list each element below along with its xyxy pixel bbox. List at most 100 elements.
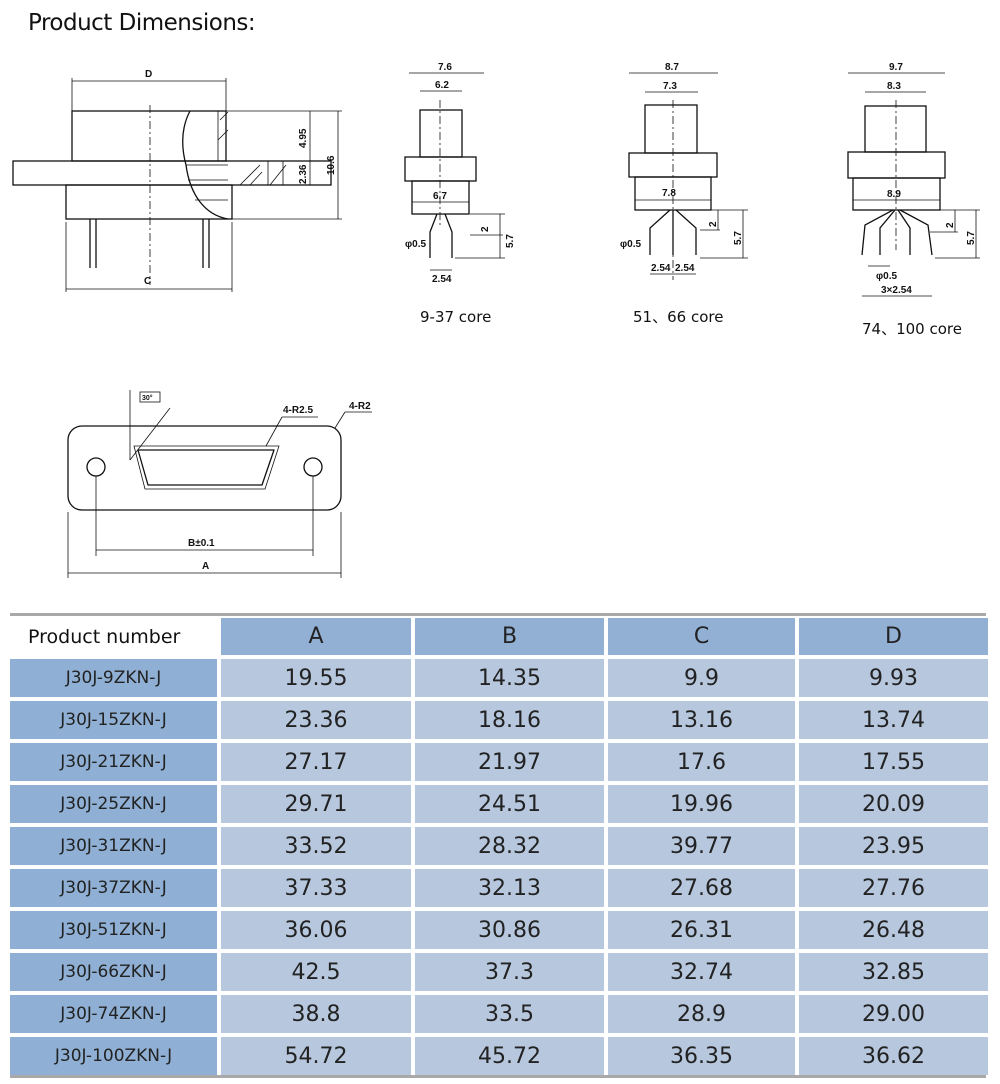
dimension-cell-d: 17.55 xyxy=(799,743,988,781)
dim-w-bottom: 7.8 xyxy=(662,188,676,199)
dim-pitch: 2.54 xyxy=(432,274,452,285)
dimension-cell-d: 26.48 xyxy=(799,911,988,949)
dim-w-top: 7.6 xyxy=(438,62,452,73)
dim-pin-dia: φ0.5 xyxy=(620,239,641,250)
dimension-cell-b: 33.5 xyxy=(415,995,604,1033)
product-number-cell: J30J-15ZKN-J xyxy=(10,701,217,739)
dimension-cell-a: 19.55 xyxy=(221,659,411,697)
header-c: C xyxy=(608,618,795,655)
dimension-cell-d: 13.74 xyxy=(799,701,988,739)
dimension-cell-a: 33.52 xyxy=(221,827,411,865)
product-number-cell: J30J-51ZKN-J xyxy=(10,911,217,949)
pin-drawing-74-100: 9.7 8.3 8.9 2 5.7 φ0.5 3×2.54 74、100 cor… xyxy=(847,62,980,338)
pin-drawing-51-66: 8.7 7.3 7.8 2 5.7 φ0.5 2.54 2.54 51、66 c… xyxy=(620,62,748,326)
dim-w-top: 8.7 xyxy=(665,62,679,73)
dimension-cell-b: 30.86 xyxy=(415,911,604,949)
dimension-cell-d: 20.09 xyxy=(799,785,988,823)
product-number-cell: J30J-31ZKN-J xyxy=(10,827,217,865)
dimension-cell-b: 21.97 xyxy=(415,743,604,781)
product-number-cell: J30J-66ZKN-J xyxy=(10,953,217,991)
dim-b: B±0.1 xyxy=(188,538,215,549)
table-header: Product number A B C D xyxy=(10,618,988,655)
dimension-cell-c: 27.68 xyxy=(608,869,795,907)
header-a: A xyxy=(221,618,411,655)
product-number-cell: J30J-9ZKN-J xyxy=(10,659,217,697)
dimension-cell-d: 9.93 xyxy=(799,659,988,697)
dimension-cell-c: 9.9 xyxy=(608,659,795,697)
dim-w-bottom: 8.9 xyxy=(887,189,901,200)
dimension-cell-b: 28.32 xyxy=(415,827,604,865)
product-number-cell: J30J-74ZKN-J xyxy=(10,995,217,1033)
dim-h-long: 5.7 xyxy=(733,231,744,245)
dimension-cell-b: 45.72 xyxy=(415,1037,604,1075)
dimension-cell-b: 32.13 xyxy=(415,869,604,907)
caption-9-37: 9-37 core xyxy=(420,308,491,326)
dimension-drawings: D C 4.95 2.36 10.6 7.6 6.2 6.7 2 5.7 φ0.… xyxy=(12,62,980,578)
dimension-cell-d: 27.76 xyxy=(799,869,988,907)
dimension-cell-a: 23.36 xyxy=(221,701,411,739)
dim-r-inner: 4-R2.5 xyxy=(283,405,313,416)
dimension-cell-c: 17.6 xyxy=(608,743,795,781)
dim-d: D xyxy=(145,69,152,80)
dimension-cell-c: 36.35 xyxy=(608,1037,795,1075)
dimension-cell-a: 29.71 xyxy=(221,785,411,823)
dimension-cell-c: 32.74 xyxy=(608,953,795,991)
header-d: D xyxy=(799,618,988,655)
caption-51-66: 51、66 core xyxy=(633,308,723,326)
header-b: B xyxy=(415,618,604,655)
dimension-cell-d: 36.62 xyxy=(799,1037,988,1075)
dim-pitch-2: 2.54 xyxy=(675,263,695,274)
dimension-cell-b: 14.35 xyxy=(415,659,604,697)
product-number-cell: J30J-37ZKN-J xyxy=(10,869,217,907)
dim-r-outer: 4-R2 xyxy=(349,401,371,412)
dim-w-top: 9.7 xyxy=(889,62,903,73)
side-view-drawing: D C 4.95 2.36 10.6 xyxy=(12,69,342,292)
dim-w-inner: 6.2 xyxy=(435,80,449,91)
product-number-cell: J30J-21ZKN-J xyxy=(10,743,217,781)
dimension-cell-a: 54.72 xyxy=(221,1037,411,1075)
dim-h1: 4.95 xyxy=(298,128,309,148)
front-view-drawing: 30° 4-R2.5 4-R2 B±0.1 A xyxy=(67,390,372,578)
dim-pin-dia: φ0.5 xyxy=(876,271,897,282)
dim-h2: 2.36 xyxy=(298,164,309,184)
dimension-cell-c: 19.96 xyxy=(608,785,795,823)
page-title: Product Dimensions: xyxy=(28,10,256,36)
product-number-cell: J30J-25ZKN-J xyxy=(10,785,217,823)
dim-pitch: 3×2.54 xyxy=(881,285,912,296)
dimension-cell-a: 42.5 xyxy=(221,953,411,991)
dimension-cell-a: 36.06 xyxy=(221,911,411,949)
dim-h-short: 2 xyxy=(708,221,719,227)
dimension-cell-c: 13.16 xyxy=(608,701,795,739)
dim-h-long: 5.7 xyxy=(505,234,516,248)
dimension-cell-c: 39.77 xyxy=(608,827,795,865)
dim-a: A xyxy=(202,561,209,572)
dim-pin-dia: φ0.5 xyxy=(405,239,426,250)
caption-74-100: 74、100 core xyxy=(862,320,962,338)
dimension-cell-c: 28.9 xyxy=(608,995,795,1033)
header-product-number: Product number xyxy=(10,618,217,655)
dimension-cell-d: 23.95 xyxy=(799,827,988,865)
dimension-cell-b: 24.51 xyxy=(415,785,604,823)
dimension-cell-b: 18.16 xyxy=(415,701,604,739)
dim-w-inner: 8.3 xyxy=(887,81,901,92)
dimension-cell-d: 29.00 xyxy=(799,995,988,1033)
dim-h-short: 2 xyxy=(480,226,491,232)
pin-drawing-9-37: 7.6 6.2 6.7 2 5.7 φ0.5 2.54 9-37 core xyxy=(404,62,516,326)
dimension-cell-d: 32.85 xyxy=(799,953,988,991)
dim-h-long: 5.7 xyxy=(966,231,977,245)
dim-angle: 30° xyxy=(142,394,153,402)
dim-h3: 10.6 xyxy=(326,155,337,175)
dimension-cell-a: 38.8 xyxy=(221,995,411,1033)
dimension-cell-a: 37.33 xyxy=(221,869,411,907)
